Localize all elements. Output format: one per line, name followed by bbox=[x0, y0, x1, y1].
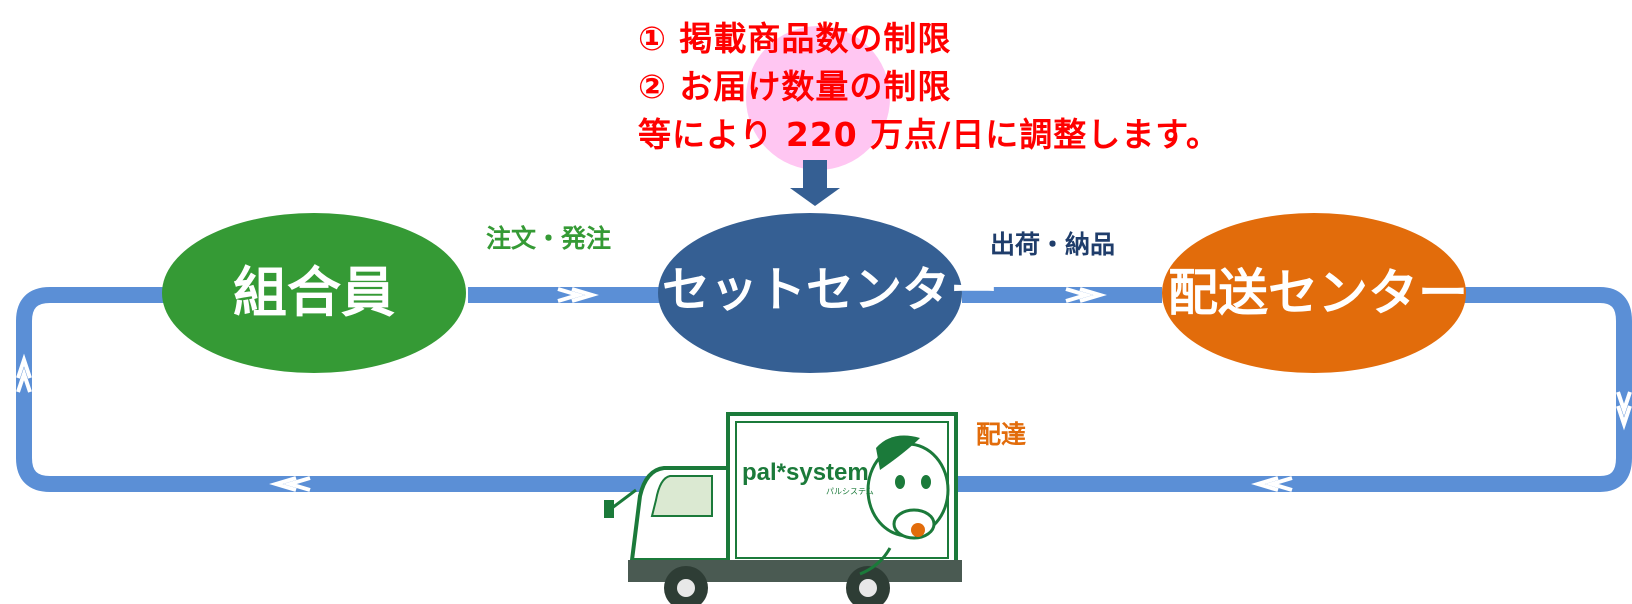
note-line-2: ② お届け数量の制限 bbox=[638, 67, 952, 106]
highlight-circle bbox=[746, 26, 890, 170]
delivery-truck-illustration: pal*system パルシステム bbox=[604, 412, 962, 604]
truck-brand-subtext: パルシステム bbox=[826, 487, 874, 496]
node-member-label: 組合員 bbox=[233, 261, 395, 324]
flow-label-order: 注文・発注 bbox=[486, 224, 612, 253]
node-set-center bbox=[658, 213, 962, 373]
node-member bbox=[162, 213, 466, 373]
node-delivery-center-label: 配送センター bbox=[1168, 264, 1468, 322]
note-line-3: 等により 220 万点/日に調整します。 bbox=[638, 115, 1220, 154]
node-delivery-center bbox=[1162, 213, 1466, 373]
note-line-1: ① 掲載商品数の制限 bbox=[638, 19, 952, 58]
down-arrow-icon bbox=[790, 160, 840, 206]
flow-label-delivery: 配達 bbox=[976, 420, 1027, 449]
flow-chevrons bbox=[16, 287, 1632, 492]
node-set-center-label: セットセンター bbox=[662, 262, 999, 318]
truck-brand-text: pal*system bbox=[742, 459, 869, 486]
flow-label-shipping: 出荷・納品 bbox=[990, 230, 1116, 259]
